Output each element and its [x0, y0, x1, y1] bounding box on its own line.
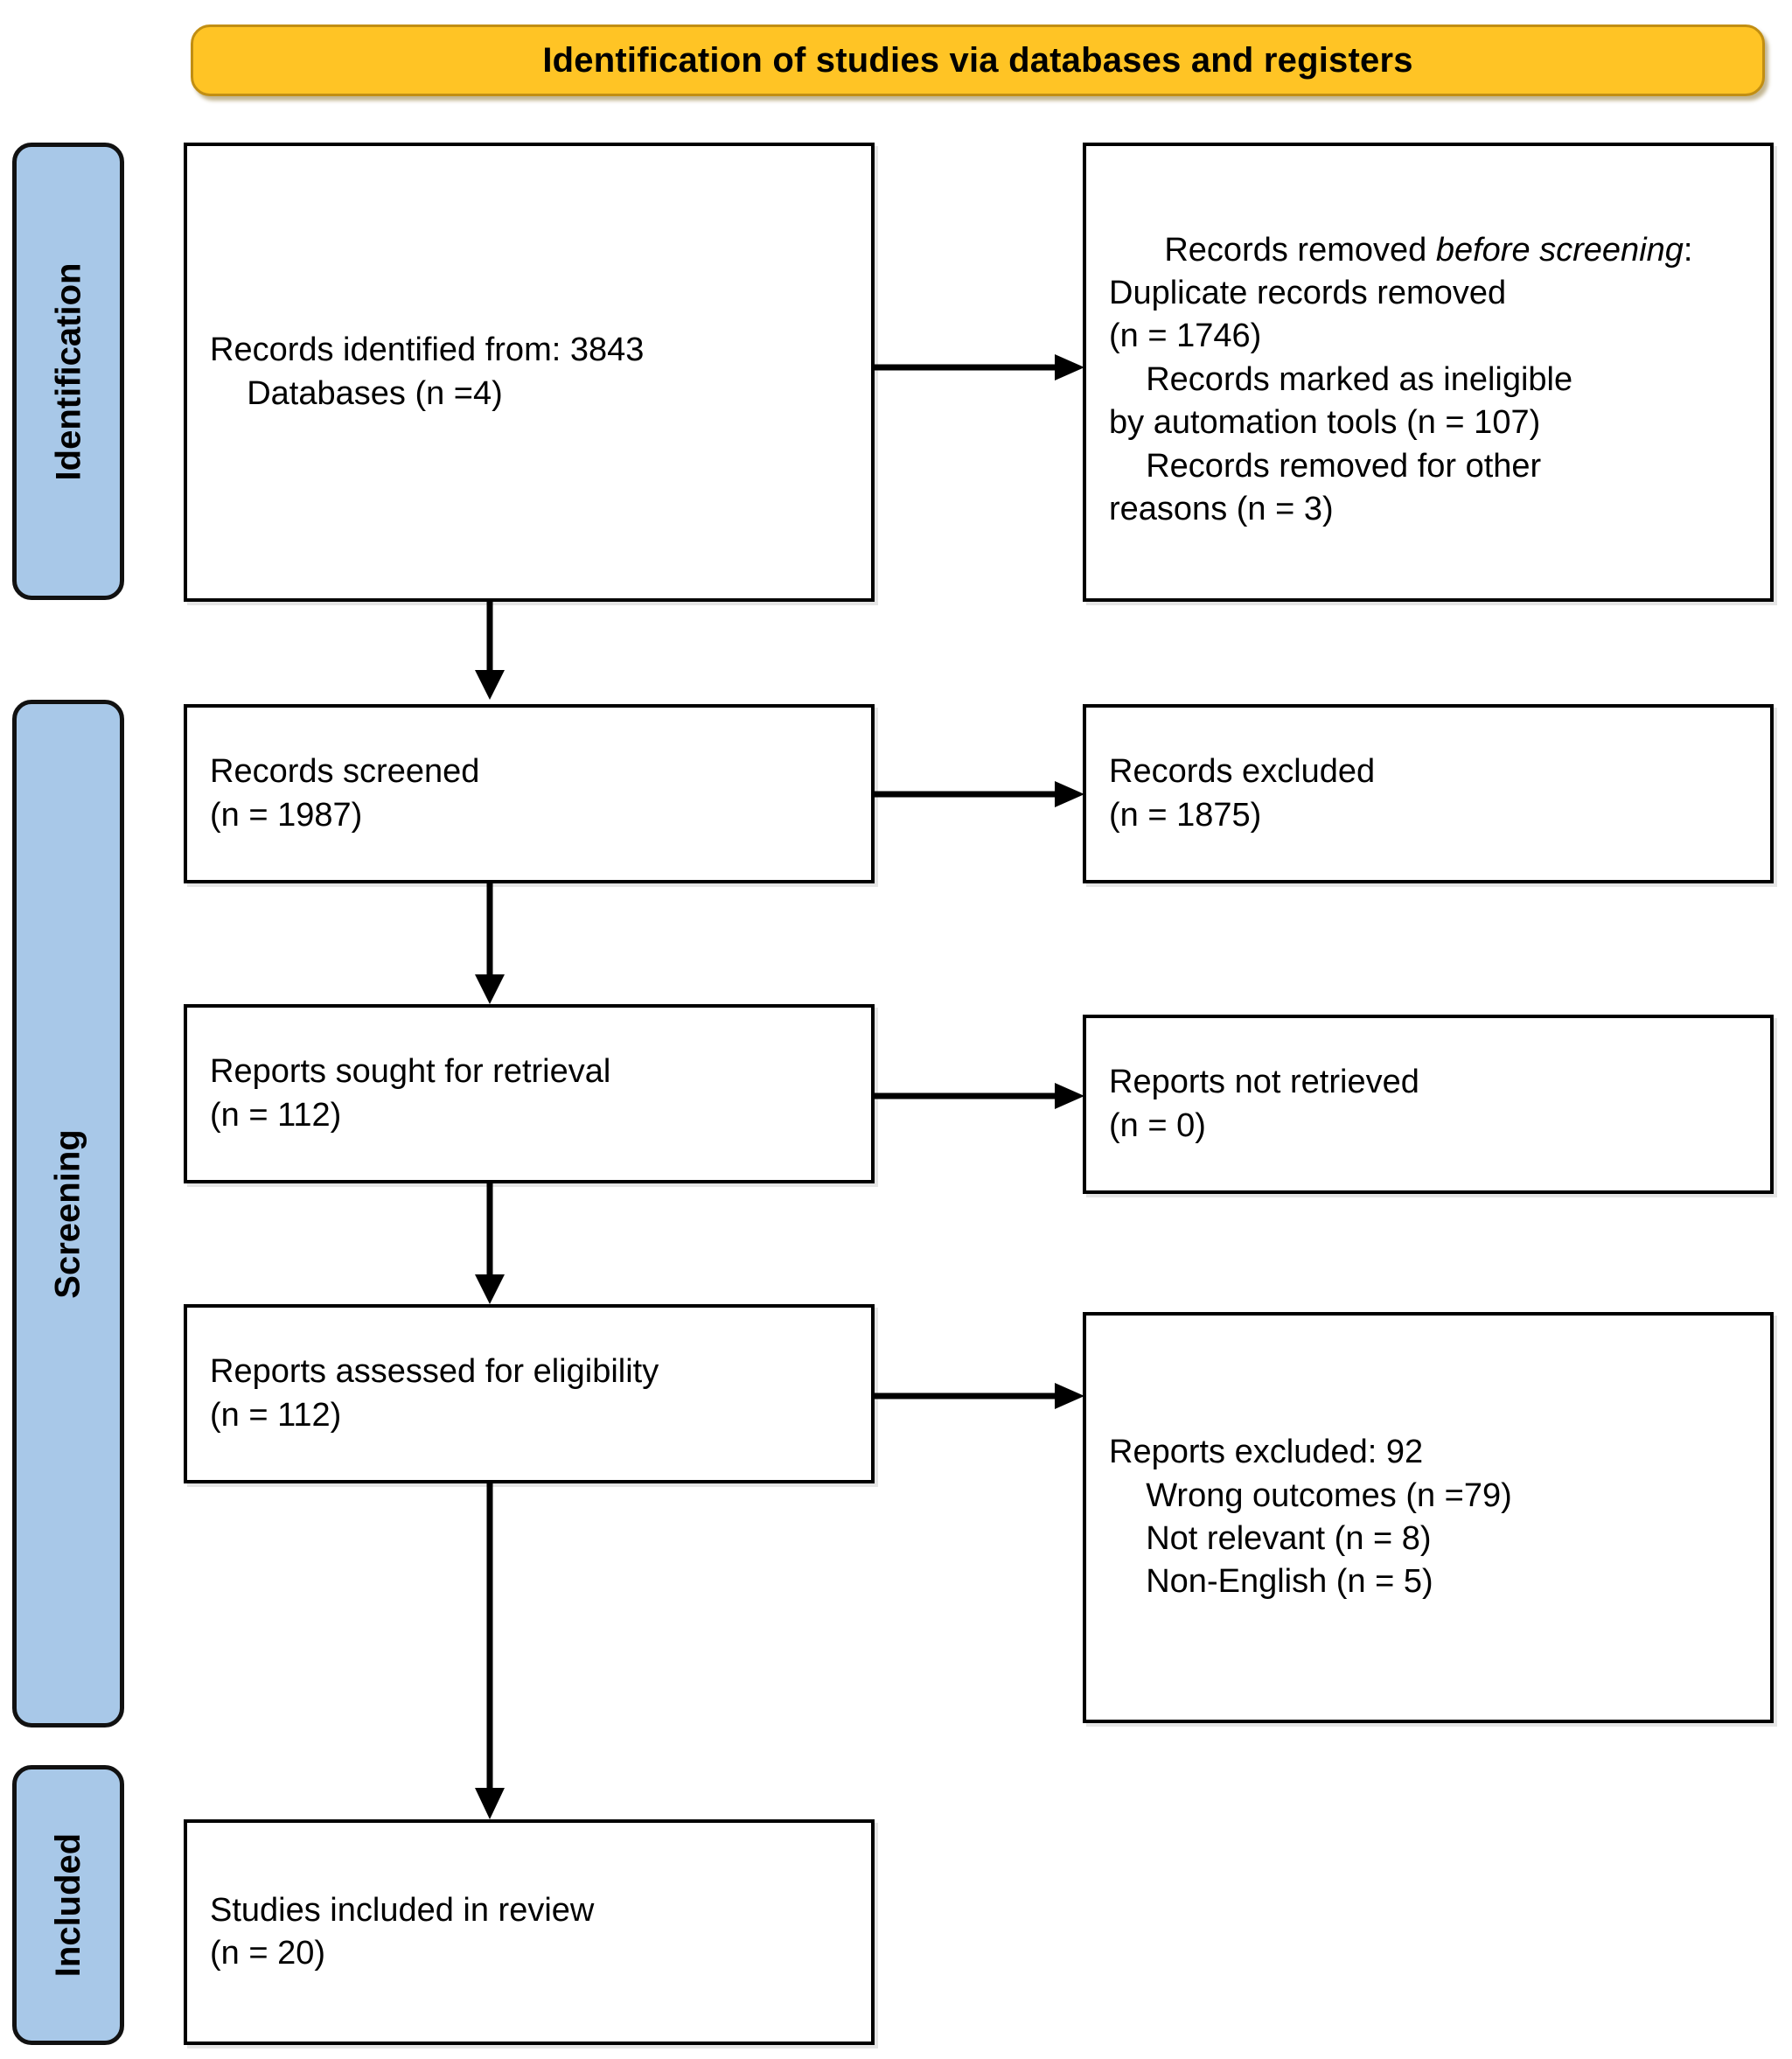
box-studies-included-text: Studies included in review (n = 20)	[210, 1891, 595, 1972]
box-studies-included-in-review: Studies included in review (n = 20)	[184, 1819, 875, 2045]
connector-identified-to-removed	[875, 354, 1086, 380]
connector-sought-to-not-retrieved	[875, 1083, 1086, 1109]
box-reports-not-retrieved: Reports not retrieved (n = 0)	[1083, 1015, 1774, 1194]
box-reports-assessed-for-eligibility: Reports assessed for eligibility (n = 11…	[184, 1304, 875, 1483]
connector-sought-to-assessed	[472, 1183, 507, 1304]
stage-tab-screening-label: Screening	[49, 1128, 87, 1299]
stage-tab-identification: Identification	[12, 143, 124, 600]
banner-title: Identification of studies via databases …	[542, 41, 1413, 80]
box-reports-not-retrieved-text: Reports not retrieved (n = 0)	[1109, 1064, 1419, 1144]
connector-screened-to-sought	[472, 883, 507, 1004]
records-removed-heading-italic: before screening	[1435, 231, 1684, 269]
connector-identified-to-screened	[472, 602, 507, 700]
connector-assessed-to-excluded	[875, 1383, 1086, 1409]
stage-tab-included: Included	[12, 1765, 124, 2045]
records-removed-body: Duplicate records removed (n = 1746) Rec…	[1109, 275, 1573, 527]
box-reports-excluded-text: Reports excluded: 92 Wrong outcomes (n =…	[1109, 1434, 1512, 1601]
box-records-identified-text: Records identified from: 3843 Databases …	[210, 332, 645, 412]
box-records-identified: Records identified from: 3843 Databases …	[184, 143, 875, 602]
box-records-removed-before-screening: Records removed before screening: Duplic…	[1083, 143, 1774, 602]
records-removed-heading-prefix: Records removed	[1164, 231, 1436, 269]
connector-screened-to-excluded	[875, 781, 1086, 807]
box-records-screened-text: Records screened (n = 1987)	[210, 753, 480, 834]
phase-banner-identification: Identification of studies via databases …	[191, 24, 1765, 96]
box-records-excluded-text: Records excluded (n = 1875)	[1109, 753, 1376, 834]
box-records-screened: Records screened (n = 1987)	[184, 704, 875, 883]
stage-tab-identification-label: Identification	[49, 262, 88, 480]
box-reports-sought-text: Reports sought for retrieval (n = 112)	[210, 1053, 611, 1134]
connector-assessed-to-included	[472, 1483, 507, 1819]
box-reports-excluded-detail: Reports excluded: 92 Wrong outcomes (n =…	[1083, 1312, 1774, 1723]
box-records-excluded: Records excluded (n = 1875)	[1083, 704, 1774, 883]
box-reports-sought-for-retrieval: Reports sought for retrieval (n = 112)	[184, 1004, 875, 1183]
stage-tab-screening: Screening	[12, 700, 124, 1727]
box-records-removed-content: Records removed before screening: Duplic…	[1086, 170, 1770, 575]
records-removed-heading-suffix: :	[1683, 231, 1693, 269]
stage-tab-included-label: Included	[49, 1832, 88, 1978]
box-reports-assessed-text: Reports assessed for eligibility (n = 11…	[210, 1353, 659, 1434]
